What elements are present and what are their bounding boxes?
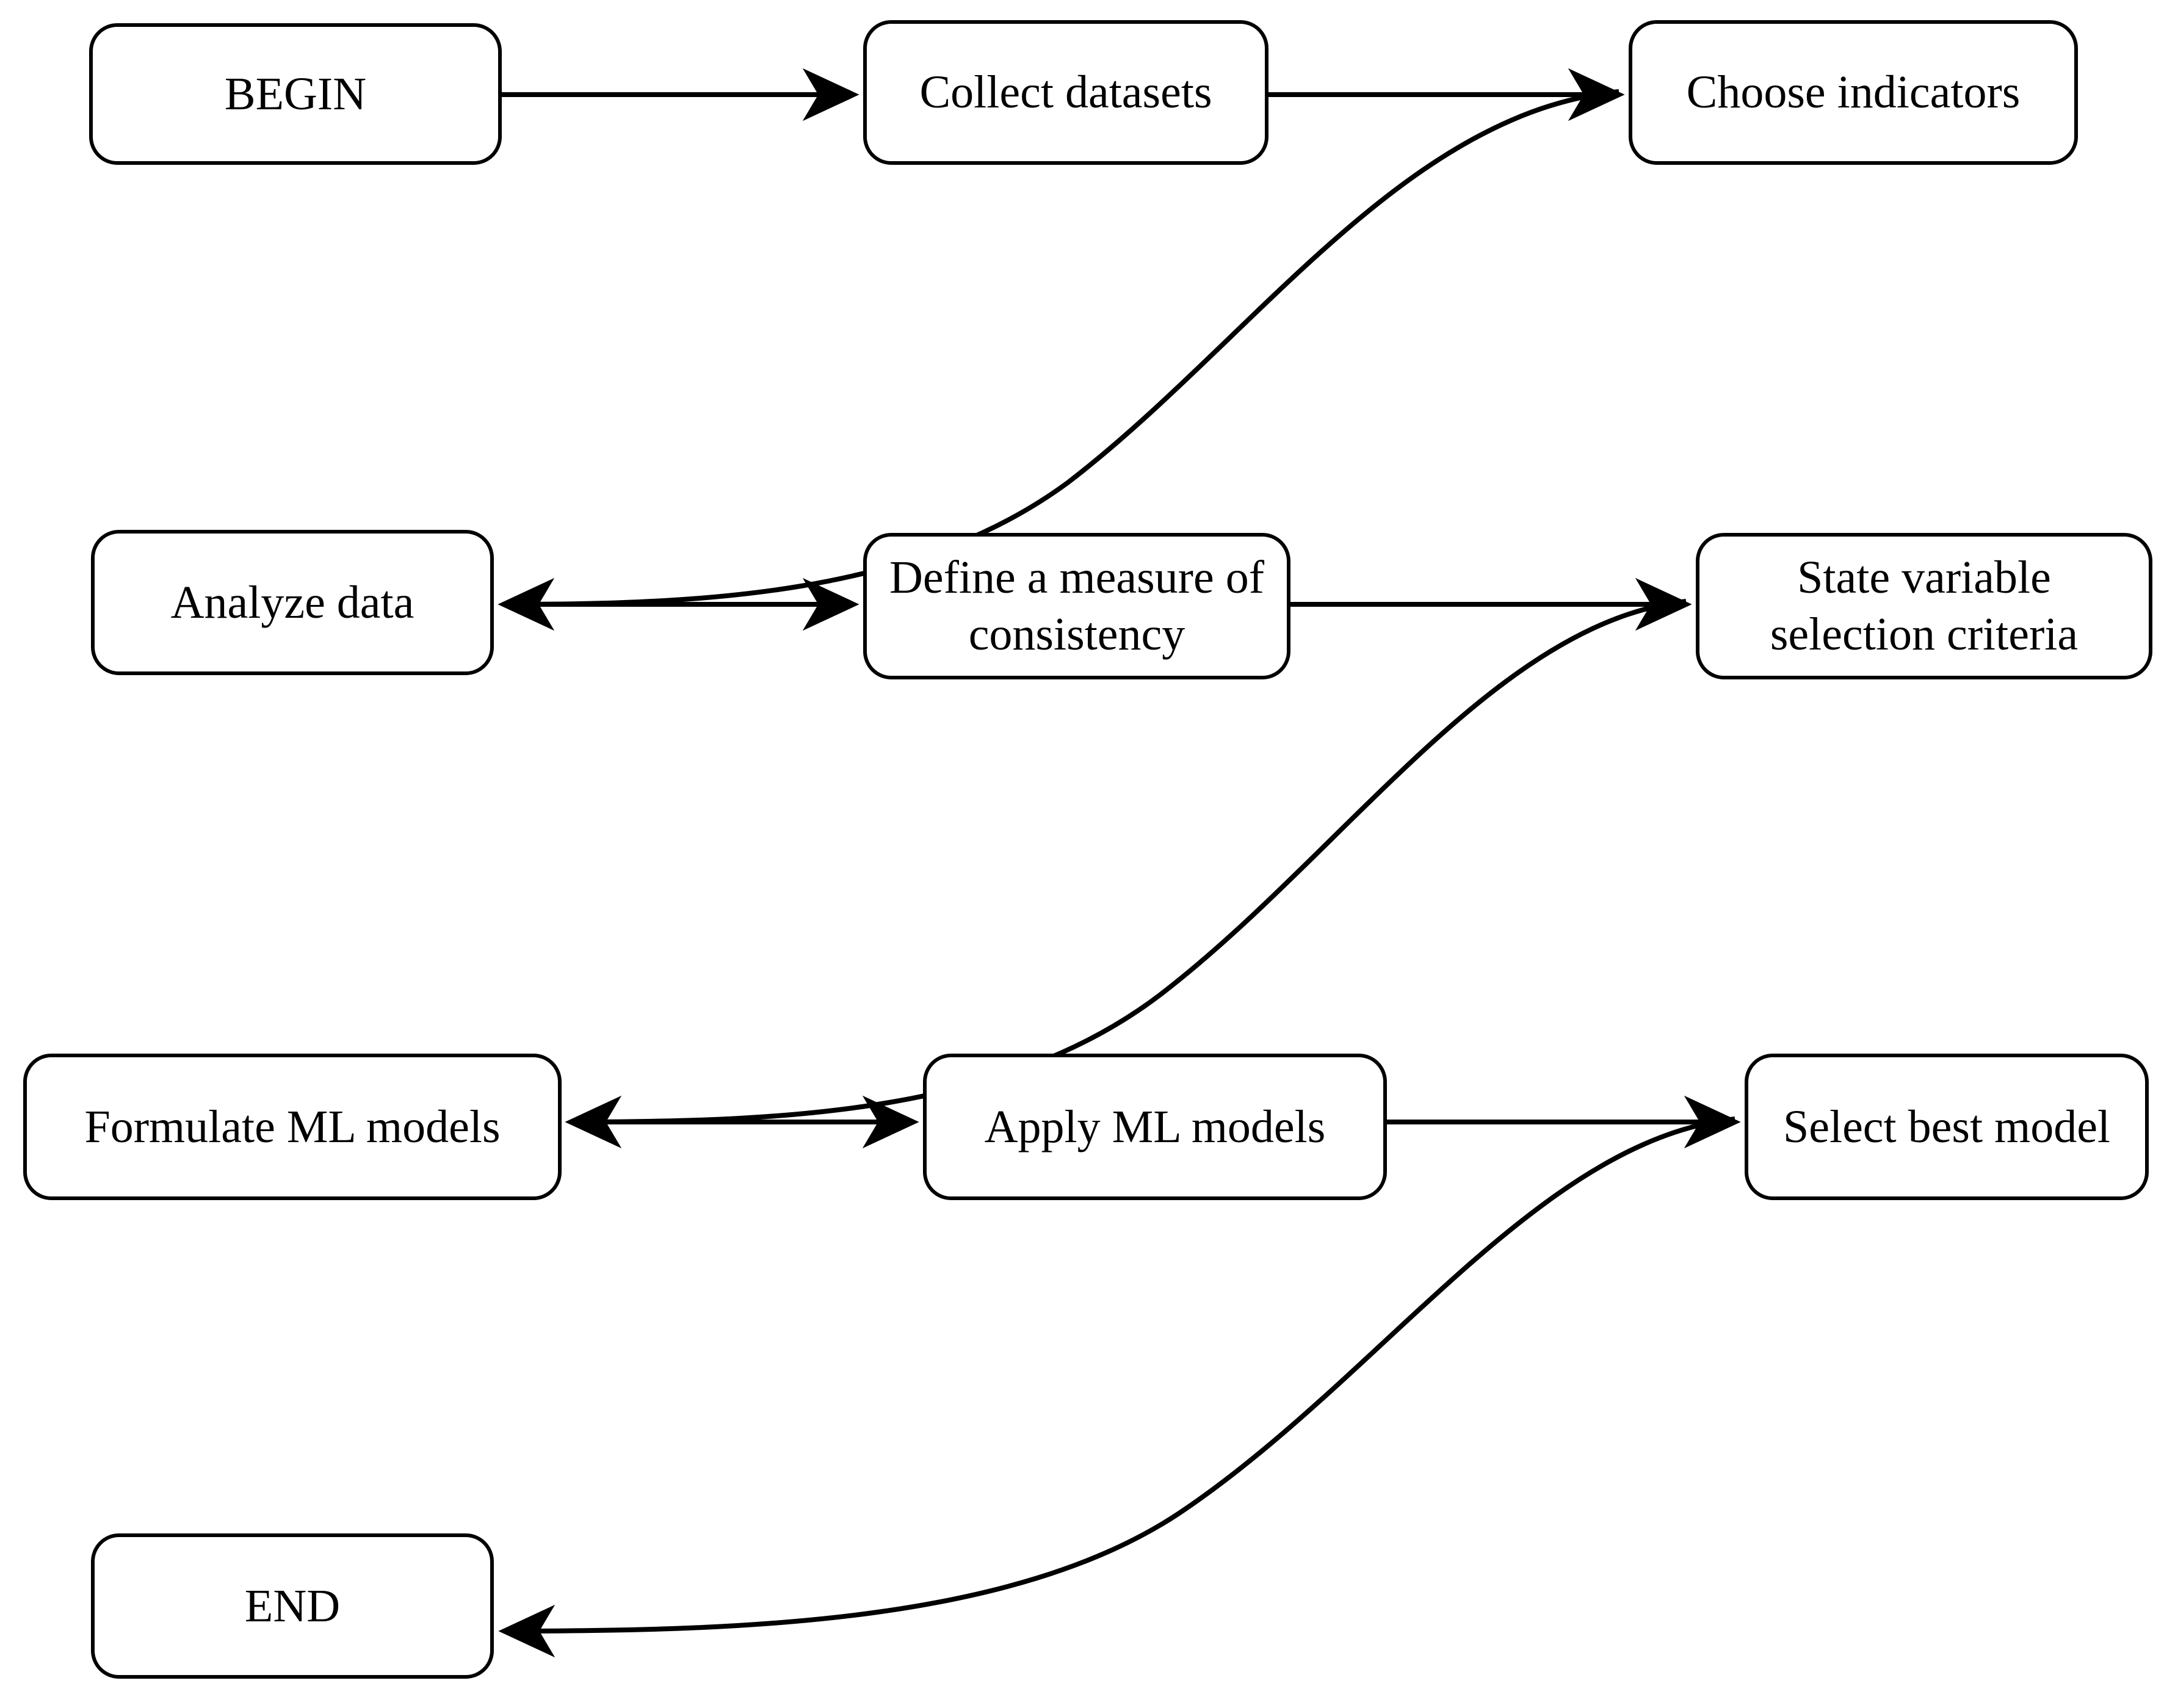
- node-apply-ml-models-label: Apply ML models: [984, 1101, 1326, 1153]
- node-collect-datasets-label: Collect datasets: [919, 67, 1212, 118]
- node-begin-label: BEGIN: [224, 68, 367, 120]
- node-define-measure-of-consistency-label: Define a measure of consistency: [889, 552, 1264, 660]
- node-analyze-data-label: Analyze data: [170, 576, 414, 628]
- node-select-best-model-label: Select best model: [1782, 1101, 2111, 1153]
- node-end[interactable]: END: [91, 1533, 494, 1679]
- node-collect-datasets[interactable]: Collect datasets: [863, 20, 1268, 165]
- node-apply-ml-models[interactable]: Apply ML models: [923, 1054, 1387, 1200]
- node-begin[interactable]: BEGIN: [89, 23, 502, 165]
- node-formulate-ml-models-label: Formulate ML models: [84, 1101, 501, 1153]
- node-formulate-ml-models[interactable]: Formulate ML models: [23, 1054, 562, 1200]
- node-choose-indicators-label: Choose indicators: [1686, 67, 2021, 118]
- node-analyze-data[interactable]: Analyze data: [91, 530, 494, 675]
- node-end-label: END: [244, 1580, 341, 1632]
- node-select-best-model[interactable]: Select best model: [1745, 1054, 2149, 1200]
- edge-indicators-to-analyze: [506, 89, 1619, 607]
- node-choose-indicators[interactable]: Choose indicators: [1629, 20, 2078, 165]
- node-state-variable-selection-criteria-label: State variable selection criteria: [1770, 552, 2079, 660]
- node-state-variable-selection-criteria[interactable]: State variable selection criteria: [1696, 533, 2152, 679]
- node-define-measure-of-consistency[interactable]: Define a measure of consistency: [863, 533, 1290, 679]
- edge-select-to-end: [498, 1116, 1735, 1658]
